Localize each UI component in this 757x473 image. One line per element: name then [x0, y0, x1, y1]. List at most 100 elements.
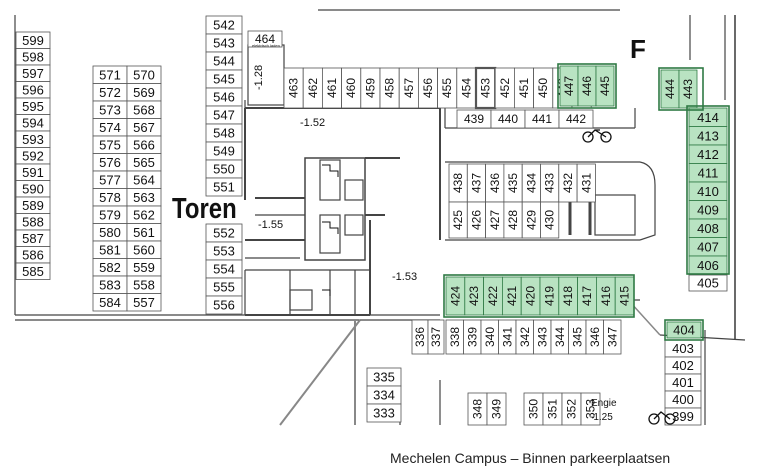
parking-spot-label: 549 [213, 144, 235, 159]
parking-spot-label: 566 [133, 137, 155, 152]
parking-spot-label: 464 [255, 32, 275, 46]
parking-spot-label: 416 [599, 286, 613, 306]
parking-spot-337[interactable] [427, 319, 445, 355]
parking-spot-label: 441 [532, 112, 552, 126]
parking-spot-label: 572 [99, 85, 121, 100]
parking-spot-label: 343 [535, 327, 549, 347]
parking-spot-label: 599 [22, 33, 44, 48]
parking-spot-353[interactable] [580, 392, 601, 426]
parking-spot-label: 560 [133, 242, 155, 257]
parking-spot-557[interactable] [126, 293, 162, 312]
parking-spots: 5995985975965955945935925915905895885875… [15, 15, 730, 426]
bicycle-icon [582, 129, 612, 143]
parking-spot-404[interactable] [666, 321, 702, 339]
parking-spot-349[interactable] [486, 392, 507, 426]
parking-spot-430[interactable] [540, 201, 560, 239]
parking-spot-label: 401 [672, 375, 694, 390]
parking-spot-label: 430 [543, 210, 557, 230]
parking-spot-label: 442 [566, 112, 586, 126]
parking-spot-label: 433 [543, 173, 557, 193]
parking-spot-label: 578 [99, 190, 121, 205]
parking-spot-label: 463 [287, 78, 301, 98]
parking-spot-label: 425 [451, 210, 465, 230]
green-zone-frame [557, 63, 617, 109]
parking-spot-333[interactable] [366, 403, 402, 423]
parking-spot-label: 408 [697, 221, 719, 236]
parking-spot-label: 455 [440, 78, 454, 98]
parking-spot-label: 571 [99, 67, 121, 82]
parking-spot-label: 445 [598, 76, 612, 96]
annotation-464: elektrisch laden [252, 43, 280, 48]
parking-spot-556[interactable] [205, 295, 243, 315]
parking-spot-label: 344 [553, 327, 567, 347]
parking-spot-label: 409 [697, 202, 719, 217]
parking-spot-label: 558 [133, 277, 155, 292]
parking-spot-label: 444 [663, 79, 677, 99]
parking-spot-label: 440 [498, 112, 518, 126]
spot-group-green-404: 404 [666, 321, 702, 339]
parking-spot-431[interactable] [576, 163, 596, 203]
parking-spot-label: 427 [488, 210, 502, 230]
parking-spot-label: 561 [133, 225, 155, 240]
parking-spot-443[interactable] [678, 69, 698, 109]
parking-spot-label: 458 [383, 78, 397, 98]
parking-spot-label: 413 [697, 128, 719, 143]
parking-spot-label: 399 [672, 409, 694, 424]
parking-spot-label: 565 [133, 155, 155, 170]
parking-spot-label: 421 [505, 286, 519, 306]
parking-spot-label: 407 [697, 239, 719, 254]
parking-spot-label: 582 [99, 260, 121, 275]
parking-spot-445[interactable] [595, 65, 615, 107]
parking-spot-label: 576 [99, 155, 121, 170]
parking-spot-label: 447 [562, 76, 576, 96]
level-label-153: -1.53 [392, 271, 417, 283]
parking-spot-label: 402 [672, 358, 694, 373]
parking-spot-label: 334 [373, 388, 395, 403]
parking-spot-label: 439 [464, 112, 484, 126]
parking-spot-585[interactable] [15, 262, 51, 280]
parking-spot-label: 450 [536, 78, 550, 98]
bicycle-icon [648, 411, 676, 425]
parking-spot-347[interactable] [603, 319, 622, 355]
parking-spot-464[interactable] [247, 30, 283, 48]
parking-spot-label: 543 [213, 36, 235, 51]
parking-spot-label: 575 [99, 137, 121, 152]
parking-spot-label: 589 [22, 198, 44, 213]
parking-spot-label: 342 [518, 327, 532, 347]
parking-spot-label: 577 [99, 172, 121, 187]
parking-spot-label: 457 [402, 78, 416, 98]
parking-spot-label: 460 [344, 78, 358, 98]
parking-spot-label: 340 [483, 327, 497, 347]
parking-spot-label: 454 [459, 78, 473, 98]
parking-spot-label: 552 [213, 226, 235, 241]
parking-spot-label: 424 [448, 286, 462, 306]
parking-spot-442[interactable] [558, 109, 594, 129]
parking-spot-label: 597 [22, 66, 44, 81]
parking-spot-551[interactable] [205, 177, 243, 197]
green-zone-frame [443, 274, 635, 318]
parking-spot-label: 336 [413, 327, 427, 347]
parking-spot-label: 588 [22, 214, 44, 229]
parking-spot-label: 434 [524, 173, 538, 193]
parking-spot-label: 404 [673, 323, 695, 338]
parking-spot-label: 554 [213, 262, 235, 277]
parking-spot-405[interactable] [688, 274, 728, 292]
parking-spot-label: 417 [580, 286, 594, 306]
parking-spot-label: 432 [561, 173, 575, 193]
parking-spot-label: 581 [99, 242, 121, 257]
parking-spot-label: 547 [213, 108, 235, 123]
parking-spot-label: 438 [451, 173, 465, 193]
spot-group-col-57x-right: 5705695685675665655645635625615605595585… [126, 65, 162, 312]
parking-spot-label: 550 [213, 162, 235, 177]
level-label-152: -1.52 [300, 117, 325, 129]
parking-spot-label: 598 [22, 49, 44, 64]
